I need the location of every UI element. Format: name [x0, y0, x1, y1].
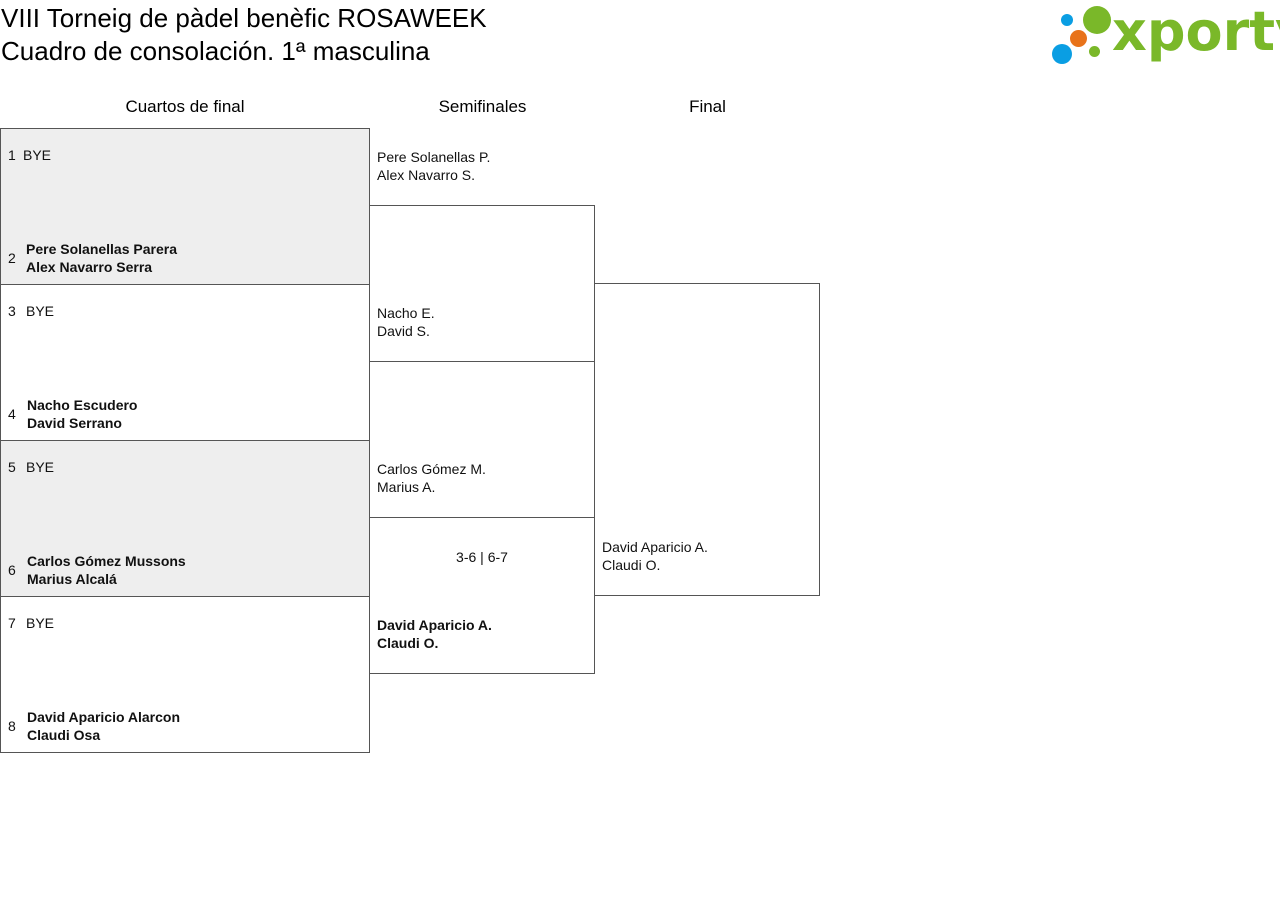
seed-number: 8	[8, 718, 16, 734]
semifinal-1-team-bottom-player-2: David S.	[377, 323, 430, 339]
team-player-1: Pere Solanellas Parera	[26, 241, 177, 257]
draw-subtitle: Cuadro de consolación. 1ª masculina	[1, 36, 430, 66]
seed-number: 3	[8, 303, 16, 319]
semifinal-2-team-top-player-2: Marius A.	[377, 479, 436, 495]
seed-number: 6	[8, 562, 16, 578]
final-team-bottom-player-2: Claudi O.	[602, 557, 661, 573]
seed-number: 1	[8, 147, 16, 163]
semifinal-1-team-top-player-1: Pere Solanellas P.	[377, 149, 491, 165]
team-name: BYE	[23, 147, 52, 163]
team-player-2: Claudi Osa	[27, 727, 101, 743]
semifinal-1-team-bottom-player-1: Nacho E.	[377, 305, 435, 321]
round-header-quarterfinals: Cuartos de final	[125, 97, 245, 116]
quarterfinal-match-3: 5 BYE 6 Carlos Gómez Mussons Marius Alca…	[0, 440, 370, 597]
logo-dot-blue-small-icon	[1061, 14, 1073, 26]
team-name: BYE	[26, 615, 55, 631]
team-player-1: David Aparicio Alarcon	[27, 709, 181, 725]
final-match	[594, 283, 820, 596]
quarterfinal-match-1: 1 BYE 2 Pere Solanellas Parera Alex Nava…	[0, 128, 370, 285]
logo-dot-green-icon	[1083, 6, 1111, 34]
team-name: BYE	[26, 303, 55, 319]
final-team-bottom-player-1: David Aparicio A.	[602, 539, 708, 555]
semifinal-1-team-top-player-2: Alex Navarro S.	[377, 167, 476, 183]
xporty-logo[interactable]: xporty	[1050, 0, 1280, 68]
seed-number: 5	[8, 459, 16, 475]
logo-dot-green-small-icon	[1089, 46, 1100, 57]
logo-dot-orange-icon	[1070, 30, 1087, 47]
semifinal-2-team-top-player-1: Carlos Gómez M.	[377, 461, 486, 477]
team-name: BYE	[26, 459, 55, 475]
team-player-1: Nacho Escudero	[27, 397, 138, 413]
semifinal-2-score: 3-6 | 6-7	[456, 549, 508, 565]
logo-text: xporty	[1112, 0, 1280, 63]
semifinal-2-team-bottom-player-2: Claudi O.	[377, 635, 439, 651]
seed-number: 7	[8, 615, 16, 631]
round-header-semifinals: Semifinales	[438, 97, 527, 116]
semifinal-2-team-bottom-player-1: David Aparicio A.	[377, 617, 492, 633]
seed-number: 2	[8, 250, 16, 266]
round-header-final: Final	[689, 97, 726, 116]
seed-number: 4	[8, 406, 16, 422]
team-player-1: Carlos Gómez Mussons	[27, 553, 186, 569]
tournament-title: VIII Torneig de pàdel benèfic ROSAWEEK	[1, 3, 487, 33]
team-player-2: Marius Alcalá	[27, 571, 117, 587]
team-player-2: David Serrano	[27, 415, 122, 431]
quarterfinal-match-4: 7 BYE 8 David Aparicio Alarcon Claudi Os…	[0, 596, 370, 753]
logo-dot-blue-large-icon	[1052, 44, 1072, 64]
quarterfinal-match-2: 3 BYE 4 Nacho Escudero David Serrano	[0, 284, 370, 441]
team-player-2: Alex Navarro Serra	[26, 259, 153, 275]
